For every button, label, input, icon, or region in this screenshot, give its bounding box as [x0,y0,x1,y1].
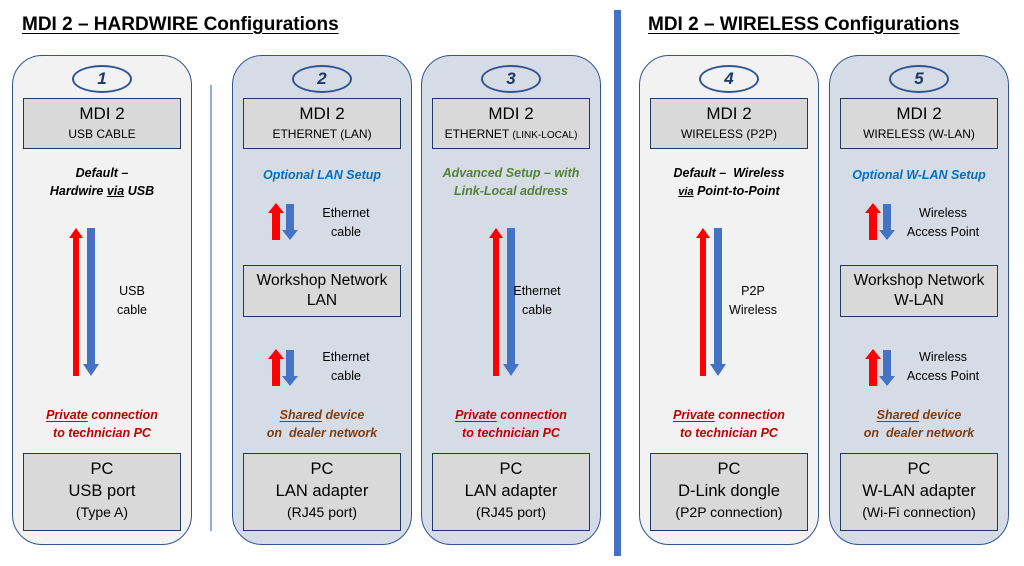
mdi-device-box: MDI 2 ETHERNET (LINK-LOCAL) [432,98,590,149]
pc-box: PC USB port (Type A) [23,453,181,531]
pc-box: PC D-Link dongle (P2P connection) [650,453,808,531]
up-arrow-icon [865,203,881,240]
config-heading: Optional LAN Setup [262,168,382,182]
mdi-device-box: MDI 2 USB CABLE [23,98,181,149]
config-card-5: 5 MDI 2 WIRELESS (W-LAN) Optional W-LAN … [829,55,1009,545]
config-card-4: 4 MDI 2 WIRELESS (P2P) Default – Wireles… [639,55,819,545]
link-label: P2P Wireless [729,284,777,317]
config-number-badge: 3 [481,65,541,93]
config-number-badge: 2 [292,65,352,93]
bidirectional-arrow-icon [486,228,522,376]
bidirectional-arrow-icon [266,203,300,241]
pc-box: PC W-LAN adapter (Wi-Fi connection) [840,453,998,531]
hardwire-divider [210,85,212,531]
hardwire-section-title: MDI 2 – HARDWIRE Configurations [22,14,339,35]
down-arrow-icon [282,204,298,240]
down-arrow-icon [83,228,99,376]
connection-note: Shared device on dealer network [863,408,975,440]
bidirectional-arrow-icon [66,228,102,376]
section-divider [614,10,621,556]
config-heading: Default – Wireless via Point-to-Point [673,166,785,198]
down-arrow-icon [282,350,298,386]
pc-box: PC LAN adapter (RJ45 port) [243,453,401,531]
workshop-network-box: Workshop Network W-LAN [840,265,998,317]
config-card-2: 2 MDI 2 ETHERNET (LAN) Optional LAN Setu… [232,55,412,545]
link-label-upper: Ethernet cable [322,206,370,239]
config-number-badge: 4 [699,65,759,93]
config-number-badge: 5 [889,65,949,93]
bidirectional-arrow-icon [266,349,300,387]
workshop-network-box: Workshop Network LAN [243,265,401,317]
link-label-lower: Wireless Access Point [906,350,980,383]
up-arrow-icon [268,203,284,240]
down-arrow-icon [710,228,726,376]
heading-line-1: Default – [75,166,129,180]
bidirectional-arrow-icon [863,349,897,387]
link-label-lower: Ethernet cable [322,350,370,383]
device-title: MDI 2 [79,104,125,123]
config-heading: Default – Hardwire via USB [13,164,191,200]
mdi-device-box: MDI 2 ETHERNET (LAN) [243,98,401,149]
up-arrow-icon [268,349,284,386]
bidirectional-arrow-icon [863,203,897,241]
up-arrow-icon [69,228,83,376]
down-arrow-icon [503,228,519,376]
mdi-device-box: MDI 2 WIRELESS (P2P) [650,98,808,149]
wireless-section-title: MDI 2 – WIRELESS Configurations [648,14,960,35]
down-arrow-icon [879,350,895,386]
link-label-upper: Wireless Access Point [906,206,980,239]
config-number-badge: 1 [72,65,132,93]
config-card-1: 1 MDI 2 USB CABLE Default – Hardwire via… [12,55,192,545]
connection-note: Private connection to technician PC [46,408,158,440]
up-arrow-icon [489,228,503,376]
config-card-3: 3 MDI 2 ETHERNET (LINK-LOCAL) Advanced S… [421,55,601,545]
link-label: USB cable [117,284,147,317]
config-heading: Optional W-LAN Setup [852,168,986,182]
up-arrow-icon [865,349,881,386]
bidirectional-arrow-icon [693,228,729,376]
down-arrow-icon [879,204,895,240]
heading-line-2: Hardwire via USB [49,184,155,198]
mdi-device-box: MDI 2 WIRELESS (W-LAN) [840,98,998,149]
up-arrow-icon [696,228,710,376]
pc-box: PC LAN adapter (RJ45 port) [432,453,590,531]
connection-note: Shared device on dealer network [266,408,378,440]
device-connection-type: USB CABLE [68,127,136,141]
connection-note: Private connection to technician PC [673,408,785,440]
connection-note: Private connection to technician PC [455,408,567,440]
link-label: Ethernet cable [513,284,561,317]
config-heading: Advanced Setup – with Link-Local address [442,166,580,198]
